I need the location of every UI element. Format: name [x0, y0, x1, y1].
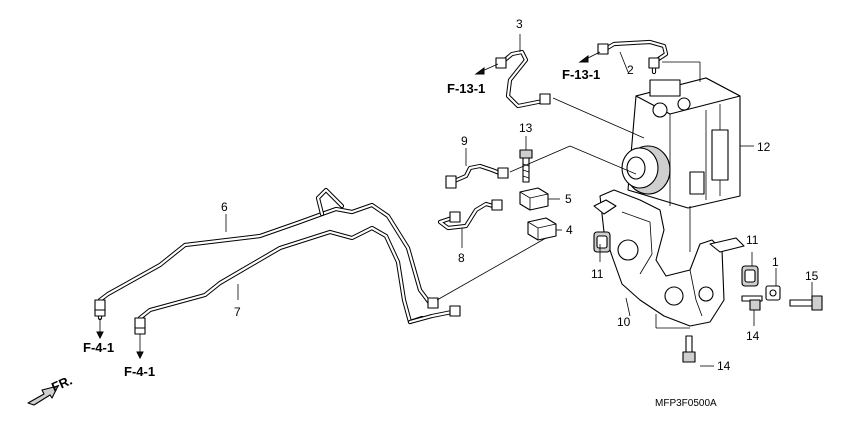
- collar-1[interactable]: [765, 285, 781, 301]
- callout-1: 1: [772, 255, 779, 269]
- bolt-15[interactable]: [789, 295, 823, 311]
- brake-pipe-6[interactable]: [94, 187, 435, 321]
- grommet-11-left[interactable]: [593, 231, 611, 253]
- callout-7: 7: [234, 305, 241, 319]
- ref-label-f13-right[interactable]: F-13-1: [562, 67, 600, 82]
- ref-label-f4-right[interactable]: F-4-1: [124, 364, 155, 379]
- callout-12: 12: [757, 140, 771, 154]
- callout-5: 5: [565, 192, 572, 206]
- callout-11-right: 11: [746, 233, 759, 247]
- brake-pipe-2[interactable]: [597, 39, 669, 75]
- callout-9: 9: [461, 134, 468, 148]
- callout-3: 3: [516, 17, 523, 31]
- callout-10: 10: [617, 315, 631, 329]
- brake-pipe-7[interactable]: [134, 225, 461, 335]
- bolt-14-bottom[interactable]: [682, 335, 696, 363]
- brake-pipe-9[interactable]: [445, 163, 509, 189]
- ref-arrow-f13-right: [578, 51, 601, 63]
- callout-4: 4: [566, 223, 573, 237]
- front-arrow-label: FR.: [49, 373, 74, 395]
- bolt-13[interactable]: [519, 149, 533, 183]
- brake-pipe-3[interactable]: [495, 49, 551, 109]
- collar-5[interactable]: [519, 187, 549, 211]
- collar-4[interactable]: [527, 217, 557, 241]
- ref-arrow-f4-left: [96, 318, 104, 340]
- ref-arrow-f13-left: [474, 63, 499, 75]
- callout-15: 15: [805, 269, 819, 283]
- bracket-10[interactable]: [593, 189, 745, 327]
- callout-14-right: 14: [746, 329, 760, 343]
- ref-label-f13-left[interactable]: F-13-1: [447, 81, 485, 96]
- callout-8: 8: [458, 251, 465, 265]
- ref-arrow-f4-right: [136, 334, 144, 360]
- ref-label-f4-left[interactable]: F-4-1: [83, 340, 114, 355]
- abs-modulator-12[interactable]: [621, 77, 741, 209]
- leader-lines: [225, 34, 813, 367]
- callout-6: 6: [221, 200, 228, 214]
- bolt-14-right[interactable]: [741, 295, 763, 311]
- callout-11-left: 11: [591, 267, 604, 281]
- callout-2: 2: [627, 63, 634, 77]
- diagram-code: MFP3F0500A: [655, 398, 717, 409]
- grommet-11-right[interactable]: [741, 265, 759, 287]
- callout-13: 13: [519, 121, 533, 135]
- front-direction-arrow: FR.: [27, 373, 74, 406]
- brake-pipe-8[interactable]: [437, 199, 503, 231]
- callout-14-bottom: 14: [717, 359, 731, 373]
